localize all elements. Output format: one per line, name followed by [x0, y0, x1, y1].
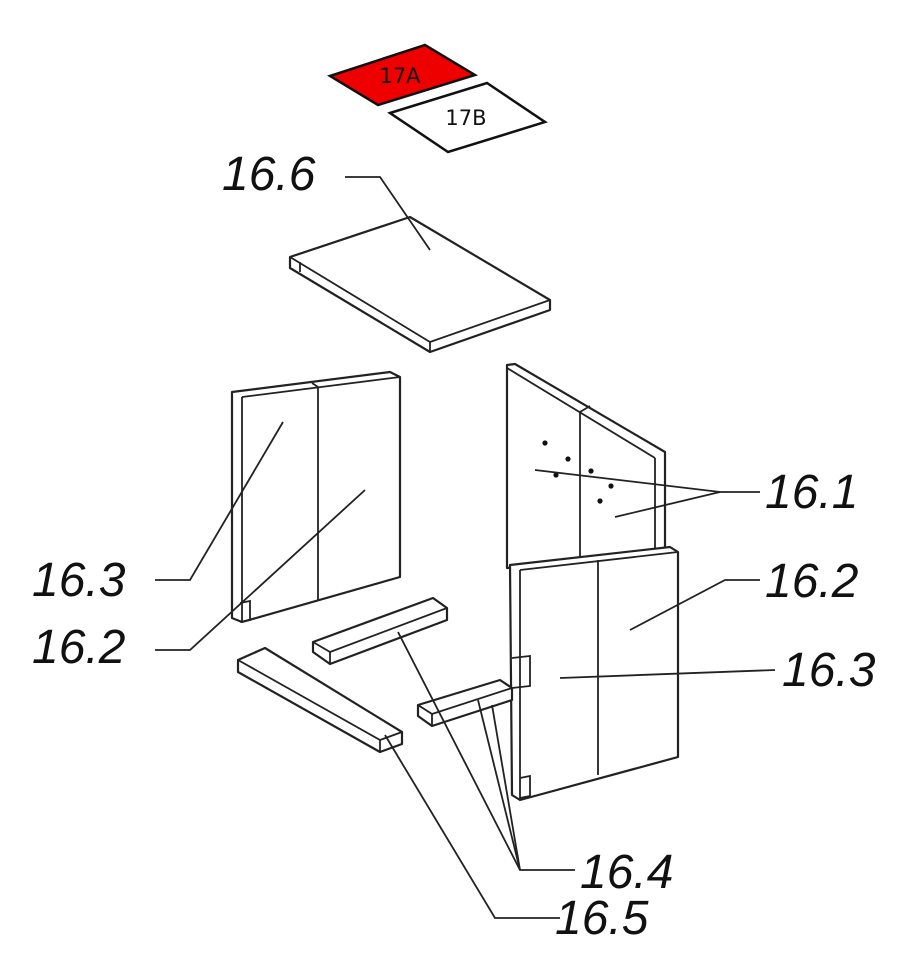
part-right-panel: [508, 545, 680, 802]
bolt-holes: [542, 440, 614, 504]
leader-lines: [155, 176, 776, 919]
label-16-4: 16.4: [580, 846, 673, 899]
part-16-4-brick-lower: [416, 678, 514, 728]
part-17a-label: 17A: [379, 64, 421, 88]
label-16-5: 16.5: [555, 892, 649, 945]
label-16-6: 16.6: [222, 148, 316, 201]
label-16-3-left: 16.3: [32, 554, 126, 607]
part-17b[interactable]: 17B: [387, 81, 548, 154]
part-16-1-back-panel: [505, 362, 667, 570]
part-17a[interactable]: 17A: [327, 43, 479, 107]
part-17b-shape: [387, 81, 548, 154]
part-16-4-brick-upper: [311, 596, 449, 666]
part-16-6-top-plate: [288, 215, 552, 354]
label-16-1: 16.1: [765, 466, 858, 519]
part-16-5-long-brick: [236, 646, 404, 754]
label-16-2-right: 16.2: [765, 555, 858, 608]
part-17a-shape: [327, 43, 479, 107]
label-16-2-left: 16.2: [32, 621, 125, 674]
part-left-panel: [230, 370, 402, 624]
part-17b-label: 17B: [445, 106, 486, 130]
label-16-3-right: 16.3: [782, 644, 876, 697]
